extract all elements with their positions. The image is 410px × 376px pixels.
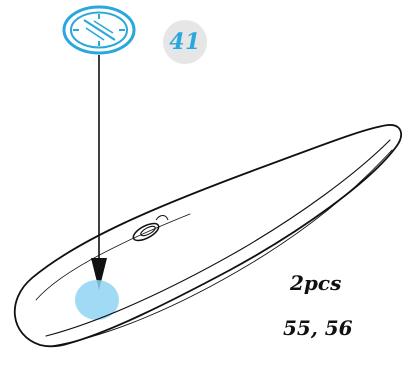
slot-feature xyxy=(132,214,169,242)
wing-part xyxy=(13,124,403,348)
quantity-label: 2pcs xyxy=(290,271,342,295)
part-numbers-label: 55, 56 xyxy=(283,316,353,340)
placement-marker xyxy=(75,280,119,320)
sticker-disc-icon xyxy=(62,5,136,55)
step-number-badge: 41 xyxy=(163,20,207,64)
arrow-down-icon xyxy=(91,55,107,290)
step-number: 41 xyxy=(169,29,201,55)
